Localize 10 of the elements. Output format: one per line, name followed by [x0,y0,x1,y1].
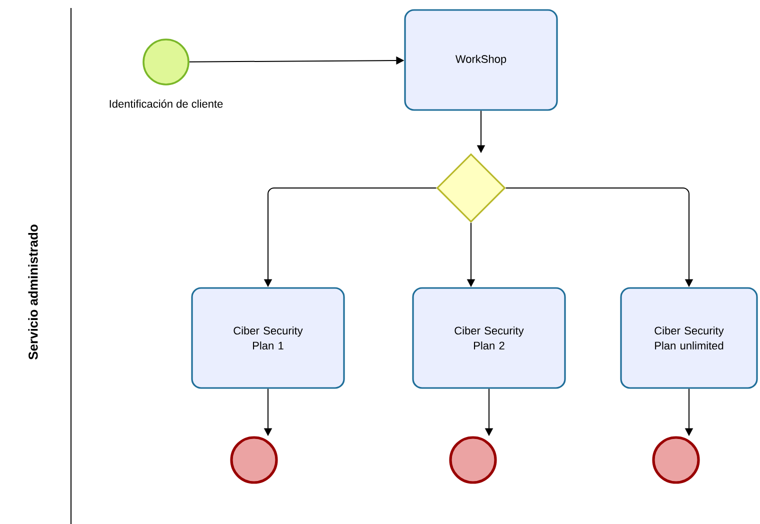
task-box: WorkShop [404,9,558,111]
end-event-circle [230,436,278,484]
task-box: Ciber Security Plan 2 [412,287,566,389]
task-box: Ciber Security Plan unlimited [620,287,758,389]
start-event-circle [142,38,190,86]
lane-label: Servicio administrado [28,224,38,360]
end-event-circle [449,436,497,484]
task-box: Ciber Security Plan 1 [191,287,345,389]
end-event-circle [652,436,700,484]
event-label: Identificación de cliente [110,100,223,108]
